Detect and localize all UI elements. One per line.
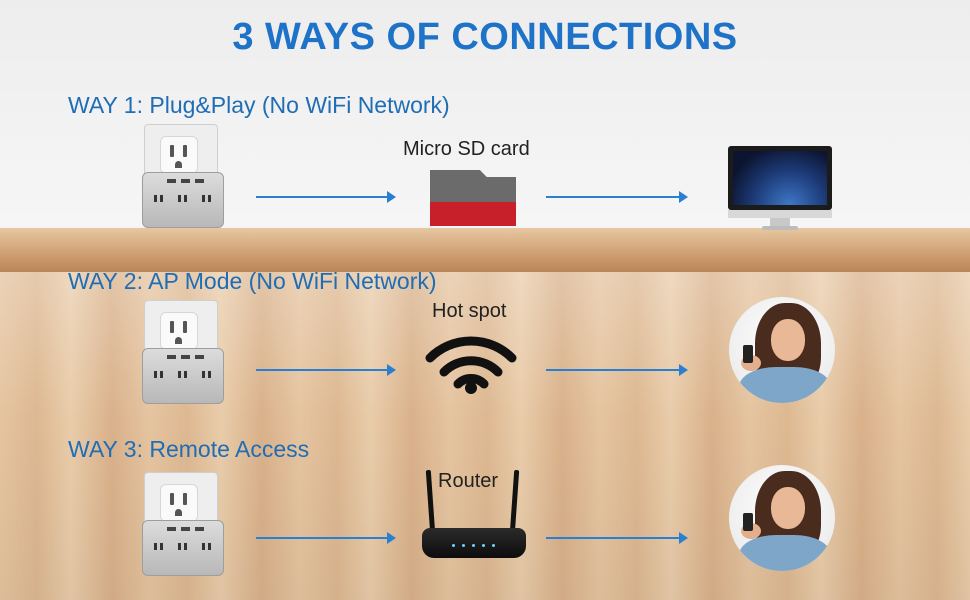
- micro-sd-card-icon: [430, 170, 516, 226]
- micro-sd-label: Micro SD card: [403, 138, 530, 160]
- page-title: 3 WAYS OF CONNECTIONS: [232, 16, 738, 58]
- way-2-label: WAY 2: AP Mode (No WiFi Network): [68, 268, 437, 294]
- arrow-2a: [256, 364, 396, 376]
- arrow-3b: [546, 532, 688, 544]
- arrow-1b: [546, 191, 688, 203]
- router-icon: [418, 469, 528, 566]
- person-with-phone-icon: [729, 465, 835, 571]
- way-1-label: WAY 1: Plug&Play (No WiFi Network): [68, 92, 450, 118]
- person-with-phone-icon: [729, 297, 835, 403]
- hot-spot-label: Hot spot: [432, 300, 507, 322]
- outlet-adapter-2: [142, 300, 224, 404]
- shelf: [0, 228, 970, 272]
- wifi-icon: [425, 336, 517, 394]
- desktop-monitor-icon: [728, 146, 832, 232]
- way-3-label: WAY 3: Remote Access: [68, 436, 310, 462]
- arrow-2b: [546, 364, 688, 376]
- arrow-1a: [256, 191, 396, 203]
- outlet-adapter-3: [142, 472, 224, 576]
- outlet-adapter-1: [142, 124, 224, 228]
- arrow-3a: [256, 532, 396, 544]
- router-label: Router: [438, 470, 499, 492]
